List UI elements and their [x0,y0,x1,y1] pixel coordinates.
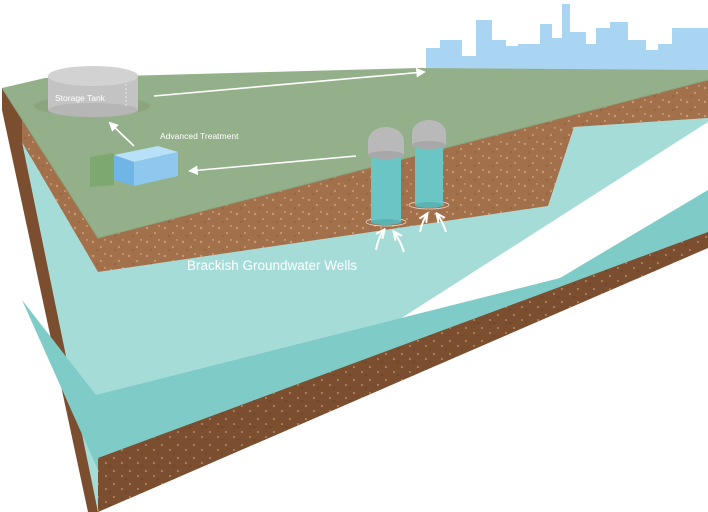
treatment-plant-icon [90,146,178,187]
aquifer-deep-layer [22,190,708,470]
brackish-wells-label: Brackish Groundwater Wells [187,258,357,273]
arrow-wells-to-treatment [188,155,357,176]
advanced-treatment-label: Advanced Treatment [160,131,239,141]
well-icon [365,127,407,227]
well-icon [408,120,450,210]
flow-arrows-surface [108,67,426,176]
flow-arrows-up [375,214,447,253]
city-skyline-icon [426,4,708,76]
storage-tank-icon [34,66,150,117]
arrow-tank-to-city [153,67,426,97]
ground-surface [2,68,708,238]
storage-tank-label: Storage Tank [55,93,106,103]
arrow-treatment-to-tank [108,121,135,147]
